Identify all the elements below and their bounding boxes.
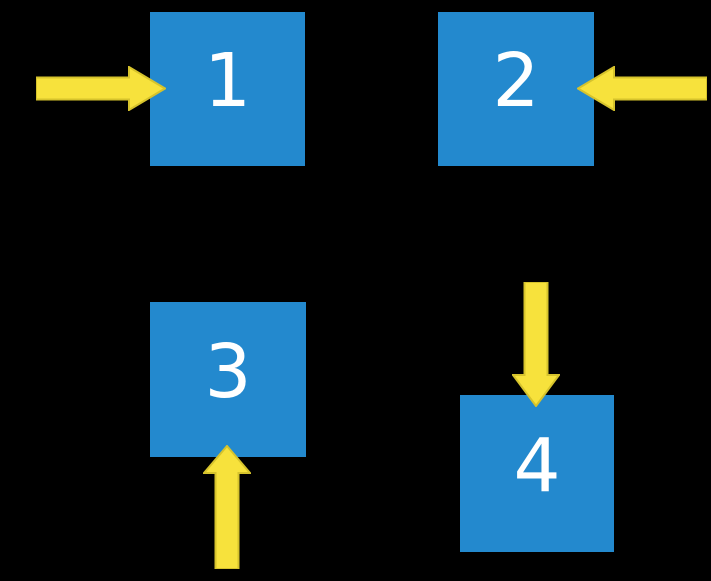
square-2: 2: [438, 12, 594, 166]
square-1-label: 1: [203, 38, 252, 124]
arrow-down-icon: [512, 282, 560, 407]
square-3-label: 3: [204, 328, 252, 415]
square-1: 1: [150, 12, 305, 166]
square-3: 3: [150, 302, 306, 457]
arrow-up-icon: [203, 445, 251, 569]
square-4-label: 4: [513, 422, 561, 509]
arrow-left-icon: [577, 66, 707, 111]
square-2-label: 2: [492, 38, 540, 124]
arrow-right-icon: [36, 66, 166, 111]
square-4: 4: [460, 395, 614, 552]
